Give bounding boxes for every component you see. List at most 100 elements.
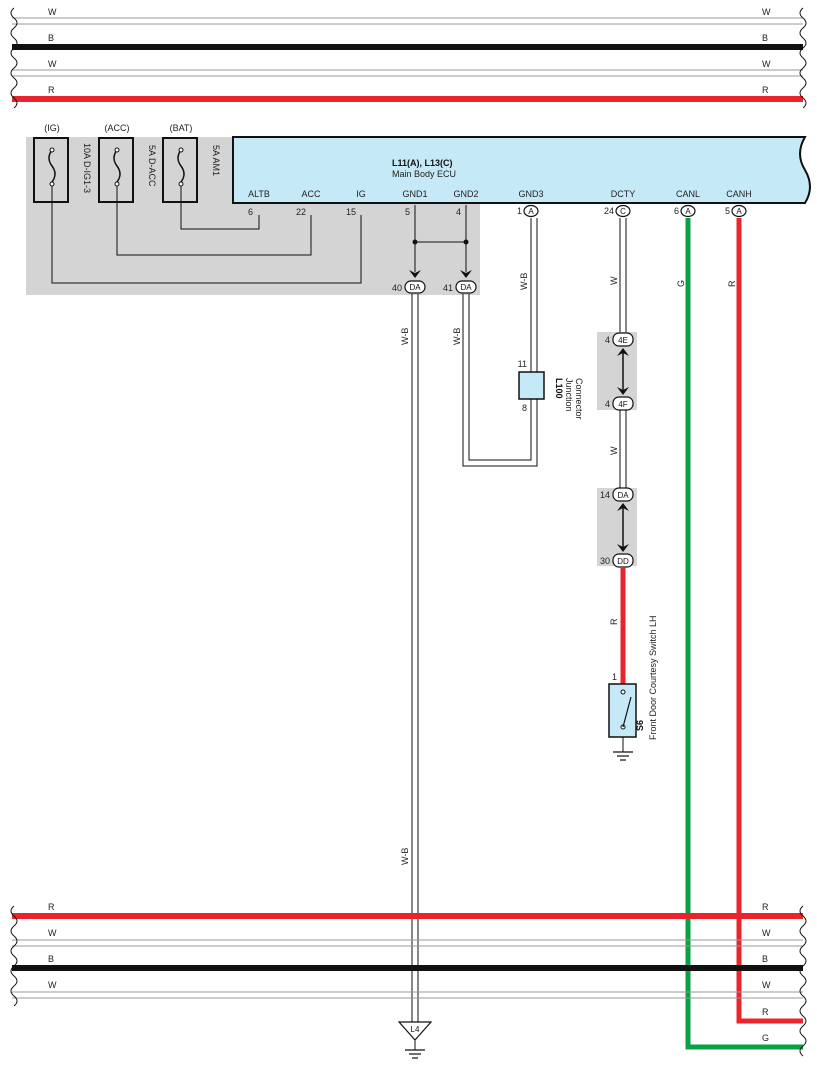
fuse-tag: (BAT) bbox=[170, 123, 193, 133]
pin-badge-gnd3: A bbox=[523, 204, 539, 218]
bus-bracket-left bbox=[10, 905, 18, 1007]
arrow-down-icon bbox=[409, 270, 421, 278]
connector-code: 4E bbox=[618, 336, 628, 345]
wire-wb-loop bbox=[462, 218, 538, 467]
top-bus-group: W W B B W W R R bbox=[10, 7, 807, 109]
bus-label: W bbox=[48, 7, 57, 17]
connector-number: 41 bbox=[443, 283, 453, 293]
connector-number: 40 bbox=[392, 283, 402, 293]
pin-label: IG bbox=[356, 189, 366, 199]
bus-label: G bbox=[762, 1033, 769, 1043]
wire-label: W-B bbox=[519, 273, 529, 290]
ground-ref: L4 bbox=[411, 1025, 420, 1034]
pin-number: 5 bbox=[405, 207, 410, 217]
wire-label: R bbox=[609, 618, 619, 625]
connector-number: 4 bbox=[605, 399, 610, 409]
pin-label: CANH bbox=[726, 189, 752, 199]
gnd-wires bbox=[414, 205, 467, 272]
fuse-rating: 5A D-ACC bbox=[147, 145, 157, 187]
bus-bracket-left bbox=[10, 7, 18, 109]
pin-numbers: 6 22 15 5 4 1 24 6 5 bbox=[248, 206, 730, 217]
bus-label: B bbox=[762, 954, 768, 964]
component-name: Front Door Courtesy Switch LH bbox=[648, 615, 658, 740]
connector-4f: 4 4F bbox=[605, 396, 634, 411]
arrow-down-icon bbox=[460, 270, 472, 278]
bus-label: W bbox=[48, 928, 57, 938]
connector-code: DA bbox=[409, 283, 421, 292]
bus-label: W bbox=[762, 7, 771, 17]
bus-bottom-r: R R bbox=[12, 902, 803, 919]
connector-number: 14 bbox=[600, 490, 610, 500]
fuse-tag: (ACC) bbox=[105, 123, 130, 133]
connector-dd-30: 30 DD bbox=[600, 553, 634, 568]
svg-text:A: A bbox=[528, 207, 534, 216]
pin-number: 11 bbox=[518, 359, 527, 369]
wire-r-canh bbox=[736, 218, 803, 1024]
bus-label: W bbox=[48, 59, 57, 69]
fuse-bat: (BAT) 5A AM1 bbox=[162, 123, 221, 203]
wire-label: W bbox=[609, 276, 619, 285]
pin-label: GND2 bbox=[453, 189, 478, 199]
junction-dot bbox=[412, 239, 418, 245]
bus-bottom-b: B B bbox=[12, 954, 803, 971]
wire-w-dcty bbox=[619, 218, 627, 488]
bus-label: R bbox=[48, 902, 55, 912]
pin-connector-badges: A C A A bbox=[523, 204, 747, 218]
bus-top-w2: W W bbox=[12, 59, 803, 77]
wire-label: W-B bbox=[400, 328, 410, 345]
bus-label: B bbox=[762, 33, 768, 43]
junction-connector-l100: 11 8 L100 Junction Connector bbox=[518, 359, 584, 420]
bus-top-r: R R bbox=[12, 85, 803, 102]
junction-dot bbox=[463, 239, 469, 245]
wire-label: W-B bbox=[400, 848, 410, 865]
pin-badge-canh: A bbox=[731, 204, 747, 218]
bus-label: W bbox=[48, 980, 57, 990]
component-name: Junction bbox=[564, 378, 574, 412]
pin-badge-dcty: C bbox=[615, 204, 631, 218]
pin-label: DCTY bbox=[611, 189, 636, 199]
pin-badge-canl: A bbox=[680, 204, 696, 218]
svg-text:A: A bbox=[736, 207, 742, 216]
pin-number: 24 bbox=[604, 206, 614, 216]
pin-label: CANL bbox=[676, 189, 700, 199]
pin-label: ACC bbox=[301, 189, 321, 199]
bus-bottom-w1: W W bbox=[12, 928, 803, 947]
connector-4e: 4 4E bbox=[605, 332, 634, 347]
ground-icon bbox=[405, 1049, 425, 1059]
fuse-wires bbox=[51, 186, 362, 284]
pin-number: 6 bbox=[674, 206, 679, 216]
double-arrow-icon bbox=[617, 348, 629, 395]
connector-code: 4F bbox=[618, 400, 627, 409]
bus-label: R bbox=[762, 902, 769, 912]
wire-label: G bbox=[676, 280, 686, 287]
ground-l4: L4 bbox=[397, 1021, 433, 1059]
main-body-ecu: L11(A), L13(C) Main Body ECU ALTB ACC IG… bbox=[232, 136, 811, 204]
bus-top-w1: W W bbox=[12, 7, 803, 25]
bus-label: W bbox=[762, 59, 771, 69]
bus-label: R bbox=[48, 85, 55, 95]
double-arrow-icon bbox=[617, 503, 629, 552]
pin-number: 1 bbox=[517, 206, 522, 216]
bus-label: B bbox=[48, 33, 54, 43]
bus-bracket-right bbox=[799, 7, 807, 109]
pin-number: 22 bbox=[296, 207, 306, 217]
ecu-ref: L11(A), L13(C) bbox=[392, 158, 453, 168]
connector-code: DA bbox=[460, 283, 472, 292]
ground-icon bbox=[613, 751, 633, 761]
bus-label: R bbox=[762, 85, 769, 95]
connector-code: DA bbox=[617, 491, 629, 500]
connector-number: 30 bbox=[600, 556, 610, 566]
connector-da-41: 41 DA bbox=[443, 280, 477, 294]
bus-label: W bbox=[762, 980, 771, 990]
component-ref: L100 bbox=[554, 378, 564, 399]
connector-da-14: 14 DA bbox=[600, 487, 634, 502]
pin-label: ALTB bbox=[248, 189, 270, 199]
bus-label: R bbox=[762, 1007, 769, 1017]
connector-number: 4 bbox=[605, 335, 610, 345]
wire-wb-main bbox=[411, 294, 419, 1022]
component-ref: S6 bbox=[635, 720, 645, 731]
svg-text:C: C bbox=[620, 207, 626, 216]
wire-label: W bbox=[609, 446, 619, 455]
fuse-ig: (IG) 10A D-IG1-3 bbox=[33, 123, 92, 203]
